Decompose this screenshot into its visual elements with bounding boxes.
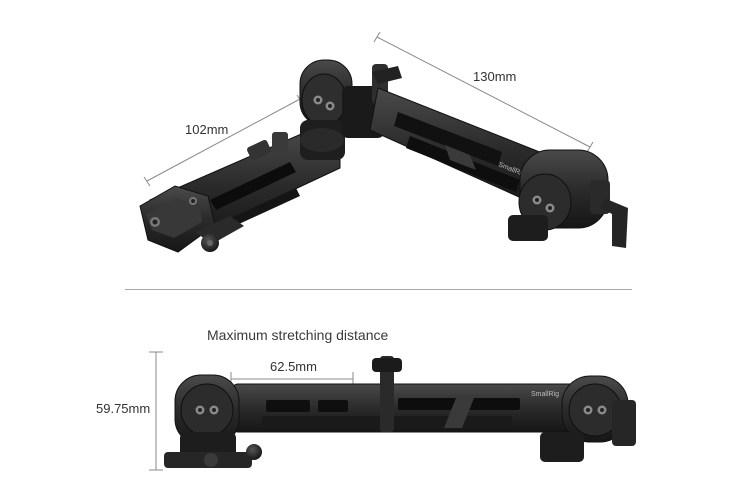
top-center-hinge [299,59,402,160]
dimension-label-59-75mm: 59.75mm [96,401,151,416]
locking-lever-icon [372,358,402,372]
locking-lever-icon [372,66,402,84]
locking-lever-icon [612,400,636,446]
locking-lever-icon [600,198,628,248]
locking-knob-icon [246,444,262,460]
bottom-arm: SmallRig [231,356,581,433]
caption-max-stretch: Maximum stretching distance [207,327,389,343]
dimension-label-62-5mm: 62.5mm [270,359,317,374]
bottom-right-joint [540,375,636,462]
dimension-label-102mm: 102mm [185,122,229,137]
top-left-clamp [139,185,244,253]
dimension-label-130mm: 130mm [473,69,517,84]
section-divider [125,289,632,290]
bottom-left-joint [164,374,262,468]
top-right-clamp [508,149,628,248]
top-long-arm: SmallRig [369,87,561,211]
brand-logo-bottom: SmallRig [531,391,559,398]
